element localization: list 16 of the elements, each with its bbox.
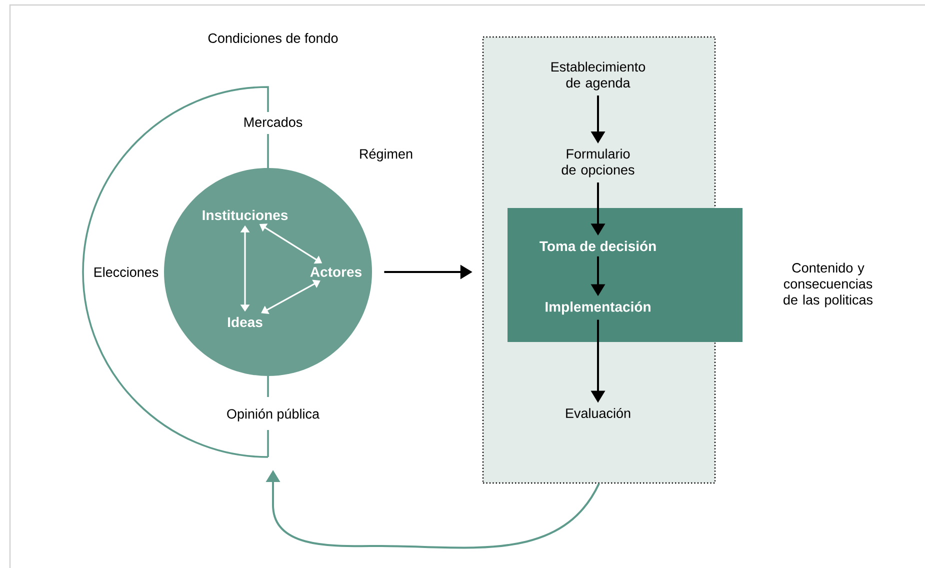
step-label: Establecimiento de agenda [551, 62, 646, 90]
step-label: Ideas [228, 316, 262, 328]
step-label: Instituciones [202, 210, 288, 220]
step-label: Formulario de opciones [562, 148, 634, 178]
label: Opinión pública [227, 408, 320, 422]
step-label: Implementación [546, 301, 650, 315]
regime-circle [164, 168, 372, 376]
label: Condiciones de fondo [208, 33, 338, 43]
step-label: Actores [310, 267, 362, 277]
step-label: Toma de decisión [540, 240, 656, 252]
label: Contenido y consecuencias de las politicas [784, 262, 873, 308]
label: Elecciones [94, 267, 158, 277]
step-label: Evaluación [566, 408, 630, 418]
decision-band [508, 208, 742, 342]
label: Régimen [360, 148, 412, 162]
label: Mercados [244, 117, 302, 127]
